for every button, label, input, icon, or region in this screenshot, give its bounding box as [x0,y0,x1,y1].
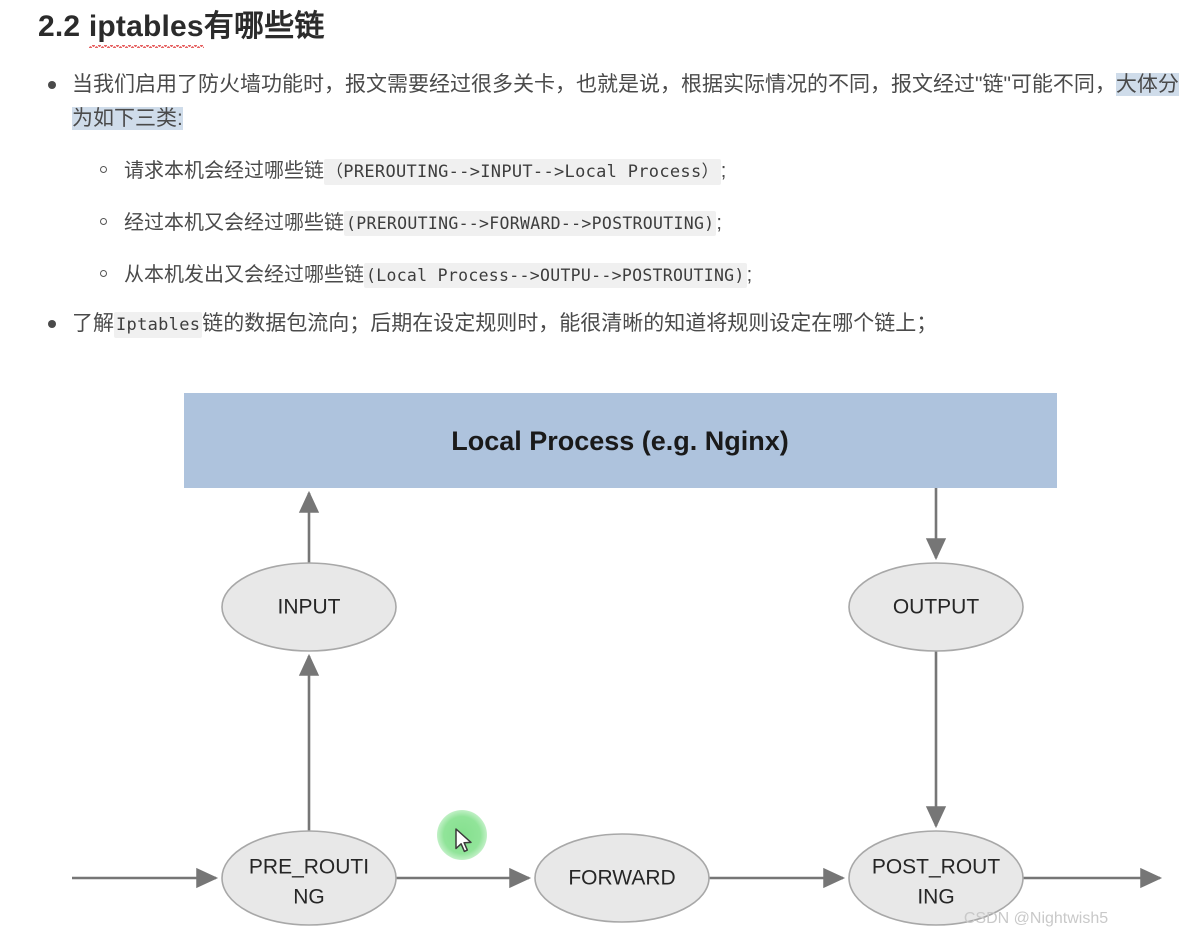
bullet-ring-icon [100,269,107,277]
watermark: CSDN @Nightwish5 [964,910,1108,927]
bullet-dot-icon [48,319,56,328]
bullet-1-text: 当我们启用了防火墙功能时，报文需要经过很多关卡，也就是说，根据实际情况的不同，报… [72,72,1116,96]
bullet-2-code: Iptables [114,311,203,338]
list-item: 当我们启用了防火墙功能时，报文需要经过很多关卡，也就是说，根据实际情况的不同，报… [46,68,1191,301]
bullet-ring-icon [100,165,107,173]
node-output-label: OUTPUT [893,596,980,619]
node-input-label: INPUT [278,596,341,619]
page-title-keyword-misspelled: iptables [88,8,204,47]
sub-item-3-label: 从本机发出又会经过哪些链 [124,263,364,286]
page-title-suffix: 有哪些链 [203,10,325,43]
bullet-2-suffix: 链的数据包流向；后期在设定规则时，能很清晰的知道将规则设定在哪个链上； [202,311,938,335]
sub-item-1-tail: ; [720,159,727,182]
sub-item-3-tail: ; [746,263,753,286]
edge-layer [72,488,1163,889]
node-postrouting-label-line1: POST_ROUT [872,856,1001,879]
node-postrouting: POST_ROUT ING [848,830,1024,926]
list-item: 从本机发出又会经过哪些链(Local Process-->OUTPU-->POS… [98,249,1191,301]
bullet-ring-icon [100,217,107,225]
list-item: 请求本机会经过哪些链（PREROUTING-->INPUT-->Local Pr… [98,145,1191,197]
node-local-process-label: Local Process (e.g. Nginx) [451,426,789,456]
sub-item-1-code: （PREROUTING-->INPUT-->Local Process） [324,158,721,185]
node-prerouting-label-line1: PRE_ROUTI [249,856,369,879]
bullet-2-prefix: 了解 [72,311,114,335]
list-item: 经过本机又会经过哪些链(PREROUTING-->FORWARD-->POSTR… [98,197,1191,249]
sub-item-1-label: 请求本机会经过哪些链 [124,159,324,182]
sub-item-2-code: (PREROUTING-->FORWARD-->POSTROUTING) [344,210,717,236]
node-output: OUTPUT [848,562,1024,652]
node-prerouting: PRE_ROUTI NG [221,830,397,926]
bullet-list-level1: 当我们启用了防火墙功能时，报文需要经过很多关卡，也就是说，根据实际情况的不同，报… [0,68,1191,342]
article-content: 2.2 iptables有哪些链 当我们启用了防火墙功能时，报文需要经过很多关卡… [0,0,1191,343]
sub-item-2-label: 经过本机又会经过哪些链 [124,211,344,234]
node-postrouting-label-line2: ING [917,886,954,909]
page-title: 2.2 iptables有哪些链 [0,0,1191,47]
sub-item-2-tail: ; [716,211,722,234]
node-prerouting-label-line2: NG [293,886,325,909]
node-input: INPUT [221,562,397,652]
bullet-dot-icon [48,80,56,89]
bullet-list-level2: 请求本机会经过哪些链（PREROUTING-->INPUT-->Local Pr… [72,145,1191,301]
sub-item-3-code: (Local Process-->OUTPU-->POSTROUTING) [364,262,747,288]
node-local-process: Local Process (e.g. Nginx) [184,393,1057,488]
node-forward-label: FORWARD [568,867,675,890]
iptables-chain-flowchart: Local Process (e.g. Nginx) INPUT OUTPUT … [0,385,1191,941]
node-forward: FORWARD [534,833,710,923]
page-title-prefix: 2.2 [38,10,89,43]
